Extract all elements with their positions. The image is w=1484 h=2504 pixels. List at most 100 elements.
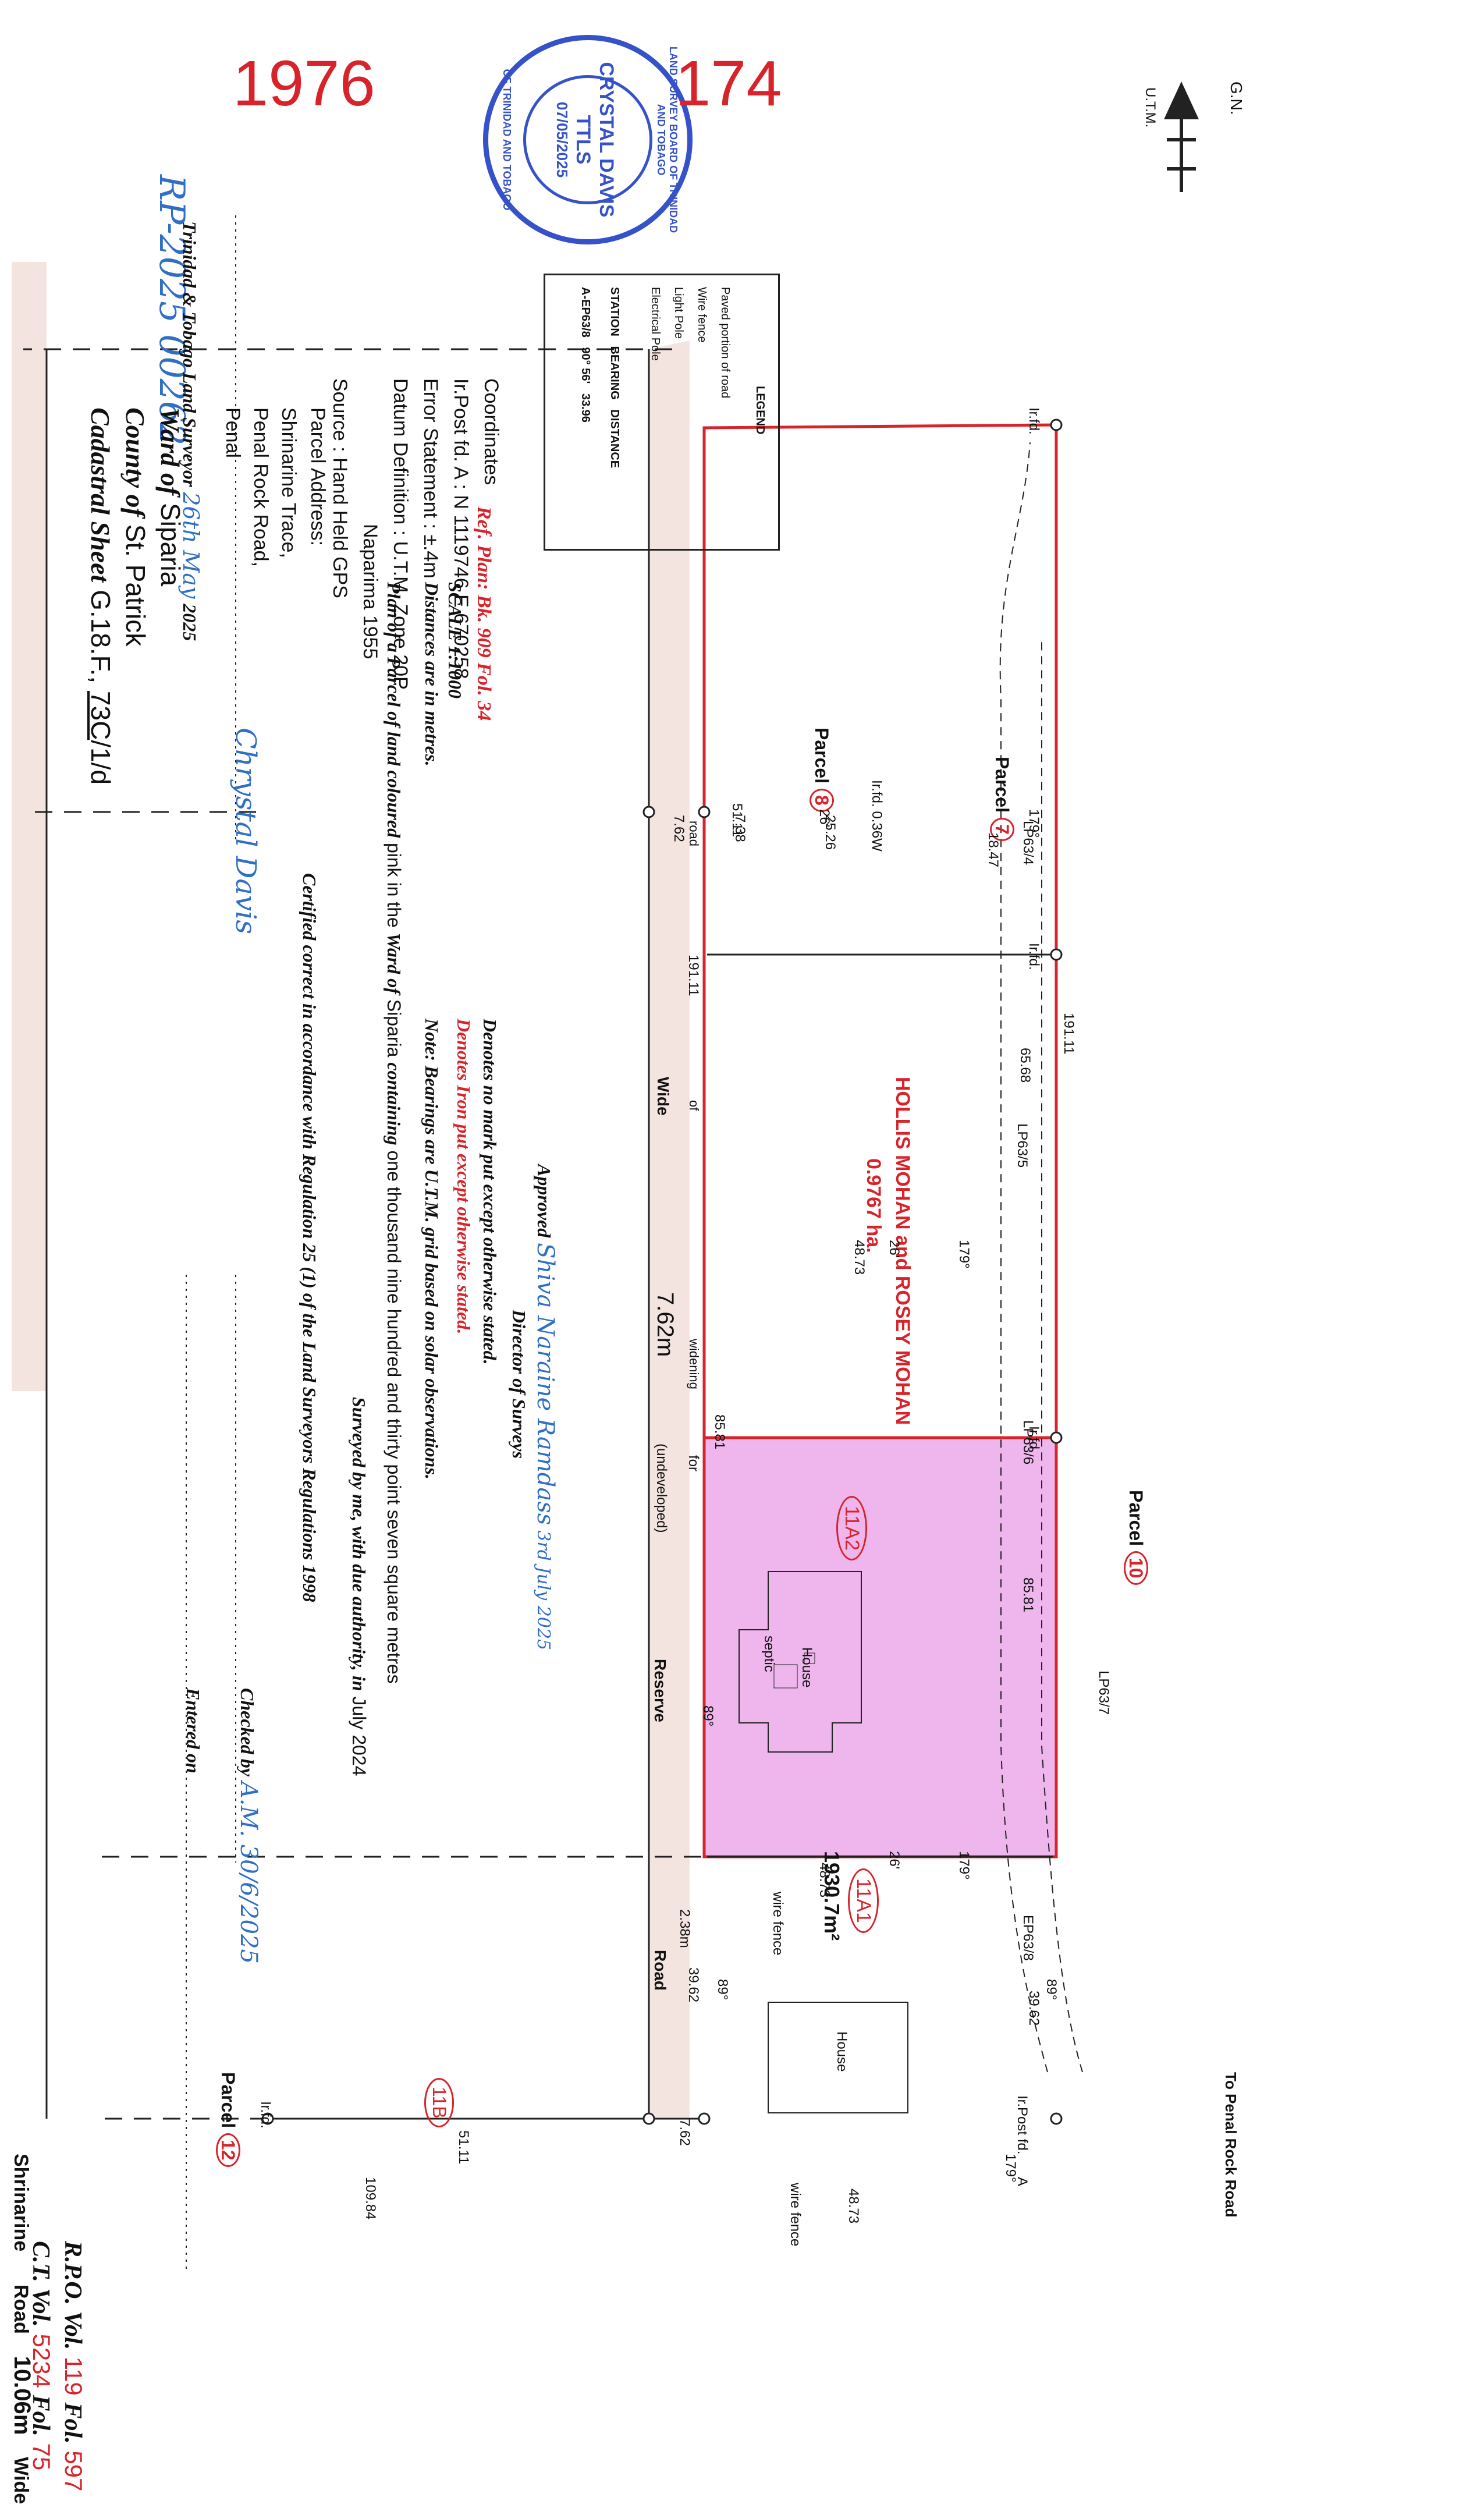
note-bearings: Note: Bearings are U.T.M. grid based on …: [421, 1019, 442, 1480]
approved-signature: Shiva Naraine Ramdass: [532, 1243, 559, 1526]
dist-238: 2.38m: [677, 1909, 693, 1948]
lot-11b-label: 11B: [424, 2078, 454, 2127]
survey-plan-page: LEGEND Paved portion of road Wire fence …: [9, 35, 1245, 2504]
lot-11a2-label: 11A2: [836, 1496, 867, 1560]
house-11a2-label: House: [799, 1647, 815, 1688]
parcel-8-text: Parcel: [811, 728, 832, 784]
file-number-right: 174: [675, 48, 782, 119]
bearing-179-b: 179°: [956, 1240, 972, 1269]
ct-fol: 75: [28, 2443, 55, 2471]
house-11a2-shape: [739, 1571, 862, 1753]
surveyor-title: Trinidad & Tobago Land Surveyor: [179, 221, 200, 487]
surveyor-signature: Chrystal Davis: [229, 728, 262, 935]
reserve-label-1: Reserve: [651, 1659, 669, 1722]
reserve-wide: Wide: [654, 1077, 672, 1116]
note-distances: Distances are in metres.: [421, 582, 442, 767]
coordinates-line5: Source : Hand Held GPS: [329, 378, 351, 598]
entered-label: Entered on: [183, 1688, 204, 1774]
cadastral-label: Cadastral Sheet: [86, 407, 115, 583]
dist-762-b: 7.62: [677, 2119, 693, 2146]
cadastral-den: 1/d: [86, 747, 116, 785]
legend-table-header: STATION BEARING DISTANCE: [608, 287, 621, 468]
parcel-12-label: Parcel 12: [216, 2072, 240, 2167]
legend-box: LEGEND Paved portion of road Wire fence …: [544, 274, 780, 551]
surveyed-date: July 2024: [349, 1696, 370, 1776]
road-right-label: Road: [651, 1950, 669, 1991]
ir-fd-label-2: Ir.fd.: [1026, 943, 1042, 970]
plan-containing: one thousand nine hundred and thirty poi…: [384, 1150, 404, 1684]
cadastral-line: Cadastral Sheet G.18.F., 73C/1/d: [86, 407, 116, 785]
corner-mark-h: [1050, 1431, 1063, 1444]
parcel-7-label: Parcel 7: [990, 757, 1014, 841]
dist-6568: 65.68: [1017, 1048, 1033, 1083]
certified-line: Certified correct in accordance with Reg…: [299, 873, 320, 1602]
bearing-179-a: 179°: [1026, 809, 1042, 838]
reserve-width: 7.62m: [652, 1292, 678, 1357]
dist-8581-bottom: 85.81: [712, 1414, 727, 1450]
county-line: County of St. Patrick: [120, 407, 151, 646]
bearing-26-a: 26': [816, 809, 832, 828]
ir-post-label: Ir.Post fd.: [1014, 2095, 1030, 2155]
owner-area: 0.9767 ha.: [862, 1158, 885, 1253]
corner-mark-i: [1050, 948, 1063, 961]
dist-19111-top: 191.11: [1061, 1013, 1077, 1055]
county-value: St. Patrick: [120, 524, 151, 647]
bearing-26-b: 26': [886, 1240, 902, 1258]
stamp-name: CRYSTAL DAVIS: [595, 62, 617, 218]
parcel-11a2-boundary: [702, 423, 1058, 1439]
dist-5111-a: 51.11: [729, 803, 745, 838]
reserve-label-3: widening: [687, 1339, 701, 1389]
wire-fence-label-bottom: wire fence: [787, 2183, 803, 2247]
land-survey-board-stamp: LAND SURVEY BOARD OF TRINIDAD AND TOBAGO…: [483, 35, 693, 244]
corner-mark-f: [261, 2112, 274, 2125]
parcel-8-label: Parcel 8: [810, 728, 834, 812]
plan-drawing: [12, 81, 1199, 2270]
surveyed-text: Surveyed by me, with due authority, in: [349, 1397, 370, 1691]
bearing-89-a: 89°: [700, 1705, 716, 1727]
paved-road-dashed: [999, 442, 1048, 2073]
approved-line: Approved Shiva Naraine Ramdass 3rd July …: [532, 1164, 559, 1650]
corner-mark-c: [698, 806, 711, 818]
legend-cell-station: A-EP63/8: [579, 287, 592, 338]
ir-fd-label-b: Ir.fd. 0.36W: [869, 780, 885, 852]
surveyed-line: Surveyed by me, with due authority, in J…: [348, 1397, 370, 1776]
north-label-gn: G.N.: [1227, 81, 1245, 115]
ir-fd-label-4: Ir.fd.: [258, 2101, 274, 2129]
approved-date: 3rd July 2025: [533, 1530, 553, 1651]
lp-63-6-label: LP63/6: [1020, 1420, 1036, 1465]
surveyor-line: Trinidad & Tobago Land Surveyor 26th May…: [178, 221, 204, 641]
bearing-89-c: 89°: [1043, 1979, 1059, 2001]
checked-line: Checked by A.M. 30/6/2025: [235, 1688, 262, 1964]
reserve-label-5: road: [687, 821, 701, 847]
wire-fence-label-top: wire fence: [770, 1892, 786, 1956]
ct-vol: 5234: [28, 2333, 55, 2388]
parcel-10-number: 10: [1124, 1551, 1148, 1585]
parcel-10-label: Parcel 10: [1124, 1490, 1148, 1585]
house-11a1-label: House: [834, 2031, 850, 2072]
lp-63-5-label: LP63/5: [1014, 1123, 1030, 1168]
reserve-label-4: of: [687, 1100, 701, 1111]
dist-3962-b: 39.62: [686, 1967, 701, 2003]
legend-col-distance: DISTANCE: [608, 409, 621, 469]
ct-record: C.T. Vol. 5234 Fol. 75: [27, 2241, 55, 2470]
stamp-bottom-text: OF TRINIDAD AND TOBAGO: [501, 69, 513, 211]
parcel-12-number: 12: [216, 2133, 240, 2167]
bearing-179-d: 179°: [1003, 2154, 1018, 2183]
ir-fd-label-1: Ir.fd.: [1026, 407, 1042, 435]
surveyor-year: 2025: [179, 604, 200, 641]
lot-11a1-label: 11A1: [848, 1868, 879, 1933]
checked-value: A.M. 30/6/2025: [235, 1781, 262, 1964]
legend-col-bearing: BEARING: [608, 346, 621, 400]
director-of-surveys: Director of Surveys: [509, 1310, 530, 1459]
house-11a1-shape: [768, 2002, 908, 2113]
dist-4873-c: 48.73: [846, 2189, 861, 2224]
dist-5111-b: 51.11: [456, 2130, 471, 2165]
surveyor-date: 26th May: [178, 492, 204, 599]
bearing-26-c: 26': [886, 1851, 902, 1870]
ct-label: C.T. Vol.: [27, 2241, 54, 2327]
corner-mark-b: [698, 2112, 711, 2125]
rpo-record: R.P.O. Vol. 119 Fol. 597: [59, 2241, 87, 2491]
shrinarine-road-area: [12, 262, 47, 1391]
to-penal-rock-road: To Penal Rock Road: [1222, 2072, 1240, 2218]
ct-fol-label: Fol.: [27, 2395, 54, 2436]
